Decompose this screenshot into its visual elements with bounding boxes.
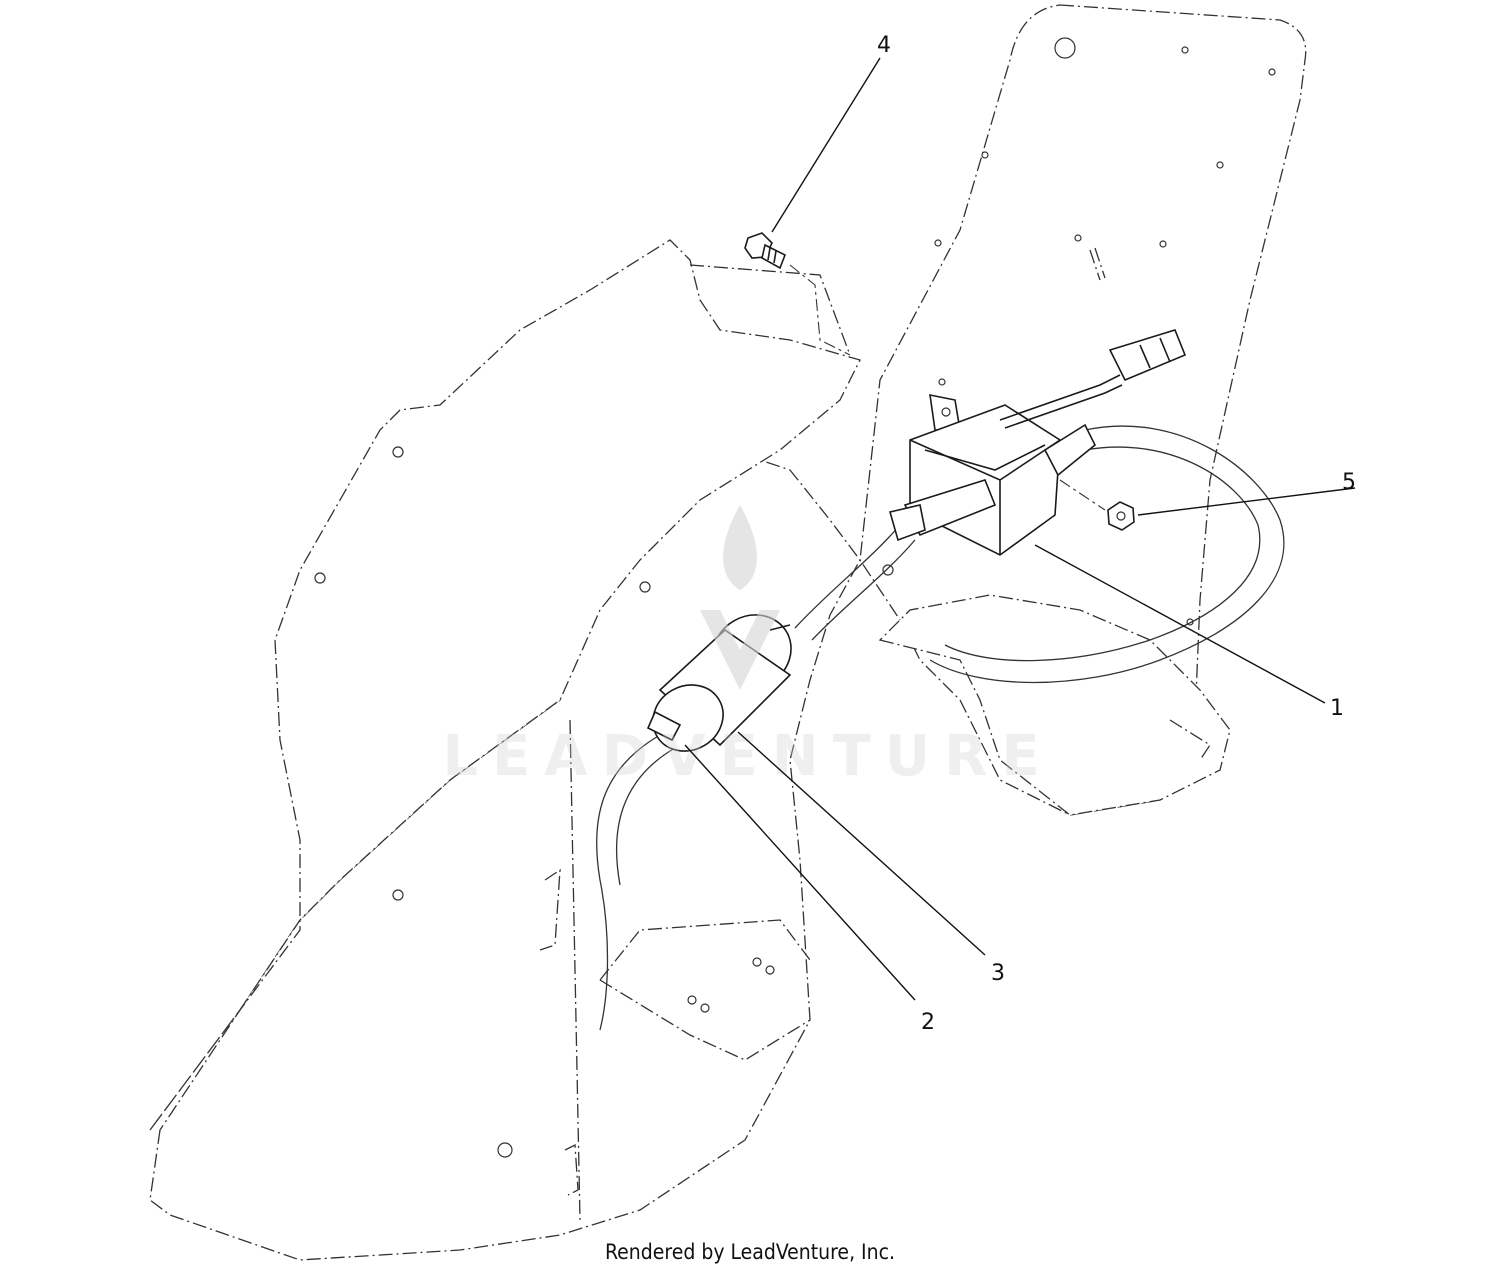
watermark-text: LEADVENTURE (442, 724, 1053, 789)
callout-5: 5 (1342, 470, 1356, 495)
callout-3: 3 (991, 961, 1005, 986)
fuel-hose (595, 425, 1285, 1031)
hose-clamp (646, 710, 682, 742)
render-credit: Rendered by LeadVenture, Inc. (605, 1240, 895, 1264)
lower-bracket-ghost (878, 594, 1231, 816)
bolt (744, 232, 787, 270)
bolt-center-line (789, 264, 851, 356)
callout-1: 1 (1330, 696, 1344, 721)
fender-shroud-ghost (149, 239, 894, 1261)
callout-2: 2 (921, 1010, 935, 1035)
nut-center-line (1059, 479, 1106, 511)
fuel-pump (888, 329, 1187, 556)
leader-lines (684, 57, 1356, 1001)
callout-4: 4 (877, 33, 891, 58)
flange-nut (1107, 501, 1135, 531)
